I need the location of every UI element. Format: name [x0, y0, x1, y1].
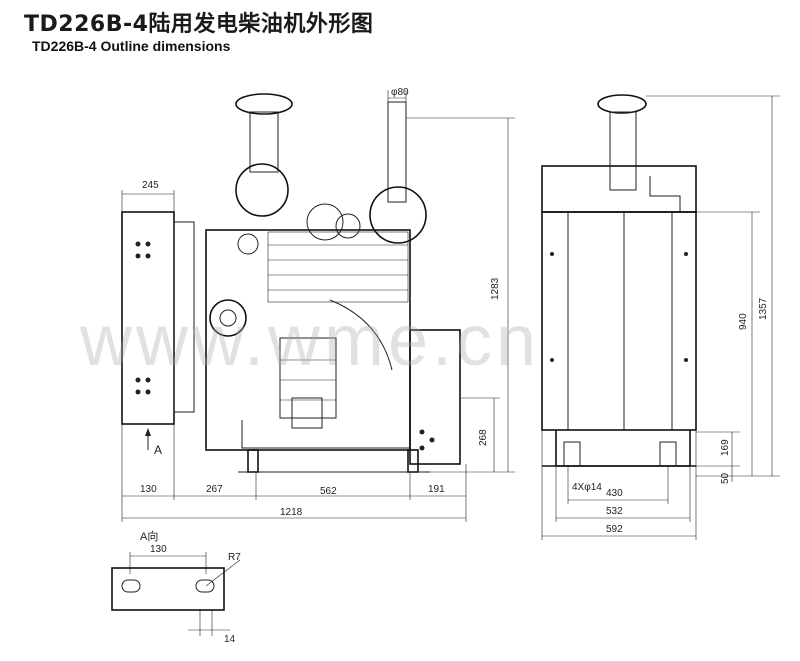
radiator-bolts: [135, 241, 151, 395]
air-filter-body: [235, 163, 289, 217]
side-view: 940 1357 169 50 4Xφ14 430 532 592: [541, 94, 780, 540]
flywheel-housing: [409, 329, 461, 465]
mount-slot-left: [121, 579, 141, 593]
muffler: [369, 186, 427, 244]
front-view: 245 φ80 1283 268 A 130 267 562 191 1218: [121, 87, 515, 522]
dim-169: 169: [720, 439, 731, 456]
dim-592: 592: [606, 524, 623, 535]
dim-4x-phi14: 4Xφ14: [572, 482, 602, 493]
dim-a-14: 14: [224, 634, 236, 645]
a-view: A向 130 R7 14: [111, 529, 241, 645]
dim-1357: 1357: [758, 297, 769, 320]
view-marker-a: A: [154, 443, 162, 457]
dim-1218: 1218: [280, 507, 303, 518]
fan-hub: [209, 299, 247, 337]
dim-a-130: 130: [150, 544, 167, 555]
mount-slot-right: [195, 579, 215, 593]
dim-phi80: φ80: [391, 87, 409, 98]
page-title: TD226B-4陆用发电柴油机外形图: [24, 12, 374, 37]
dim-r7: R7: [228, 552, 241, 563]
dim-267: 267: [206, 484, 223, 495]
mount-plate: [111, 567, 225, 611]
dim-532: 532: [606, 506, 623, 517]
side-air-filter-cap: [597, 94, 647, 114]
page-subtitle: TD226B-4 Outline dimensions: [32, 38, 231, 54]
side-top-housing: [541, 165, 697, 213]
air-filter-cap: [235, 93, 293, 115]
dim-940: 940: [738, 313, 749, 330]
dim-191: 191: [428, 484, 445, 495]
fuel-pump: [279, 337, 337, 419]
a-view-label: A向: [140, 529, 158, 543]
dim-562: 562: [320, 486, 337, 497]
dim-245: 245: [142, 180, 159, 191]
dim-50: 50: [720, 472, 731, 484]
exhaust-pipe: [387, 101, 407, 203]
dim-1283: 1283: [490, 277, 501, 300]
dim-268: 268: [478, 429, 489, 446]
dim-430: 430: [606, 488, 623, 499]
dim-130: 130: [140, 484, 157, 495]
pulley: [306, 203, 344, 241]
side-engine-body: [541, 211, 697, 431]
